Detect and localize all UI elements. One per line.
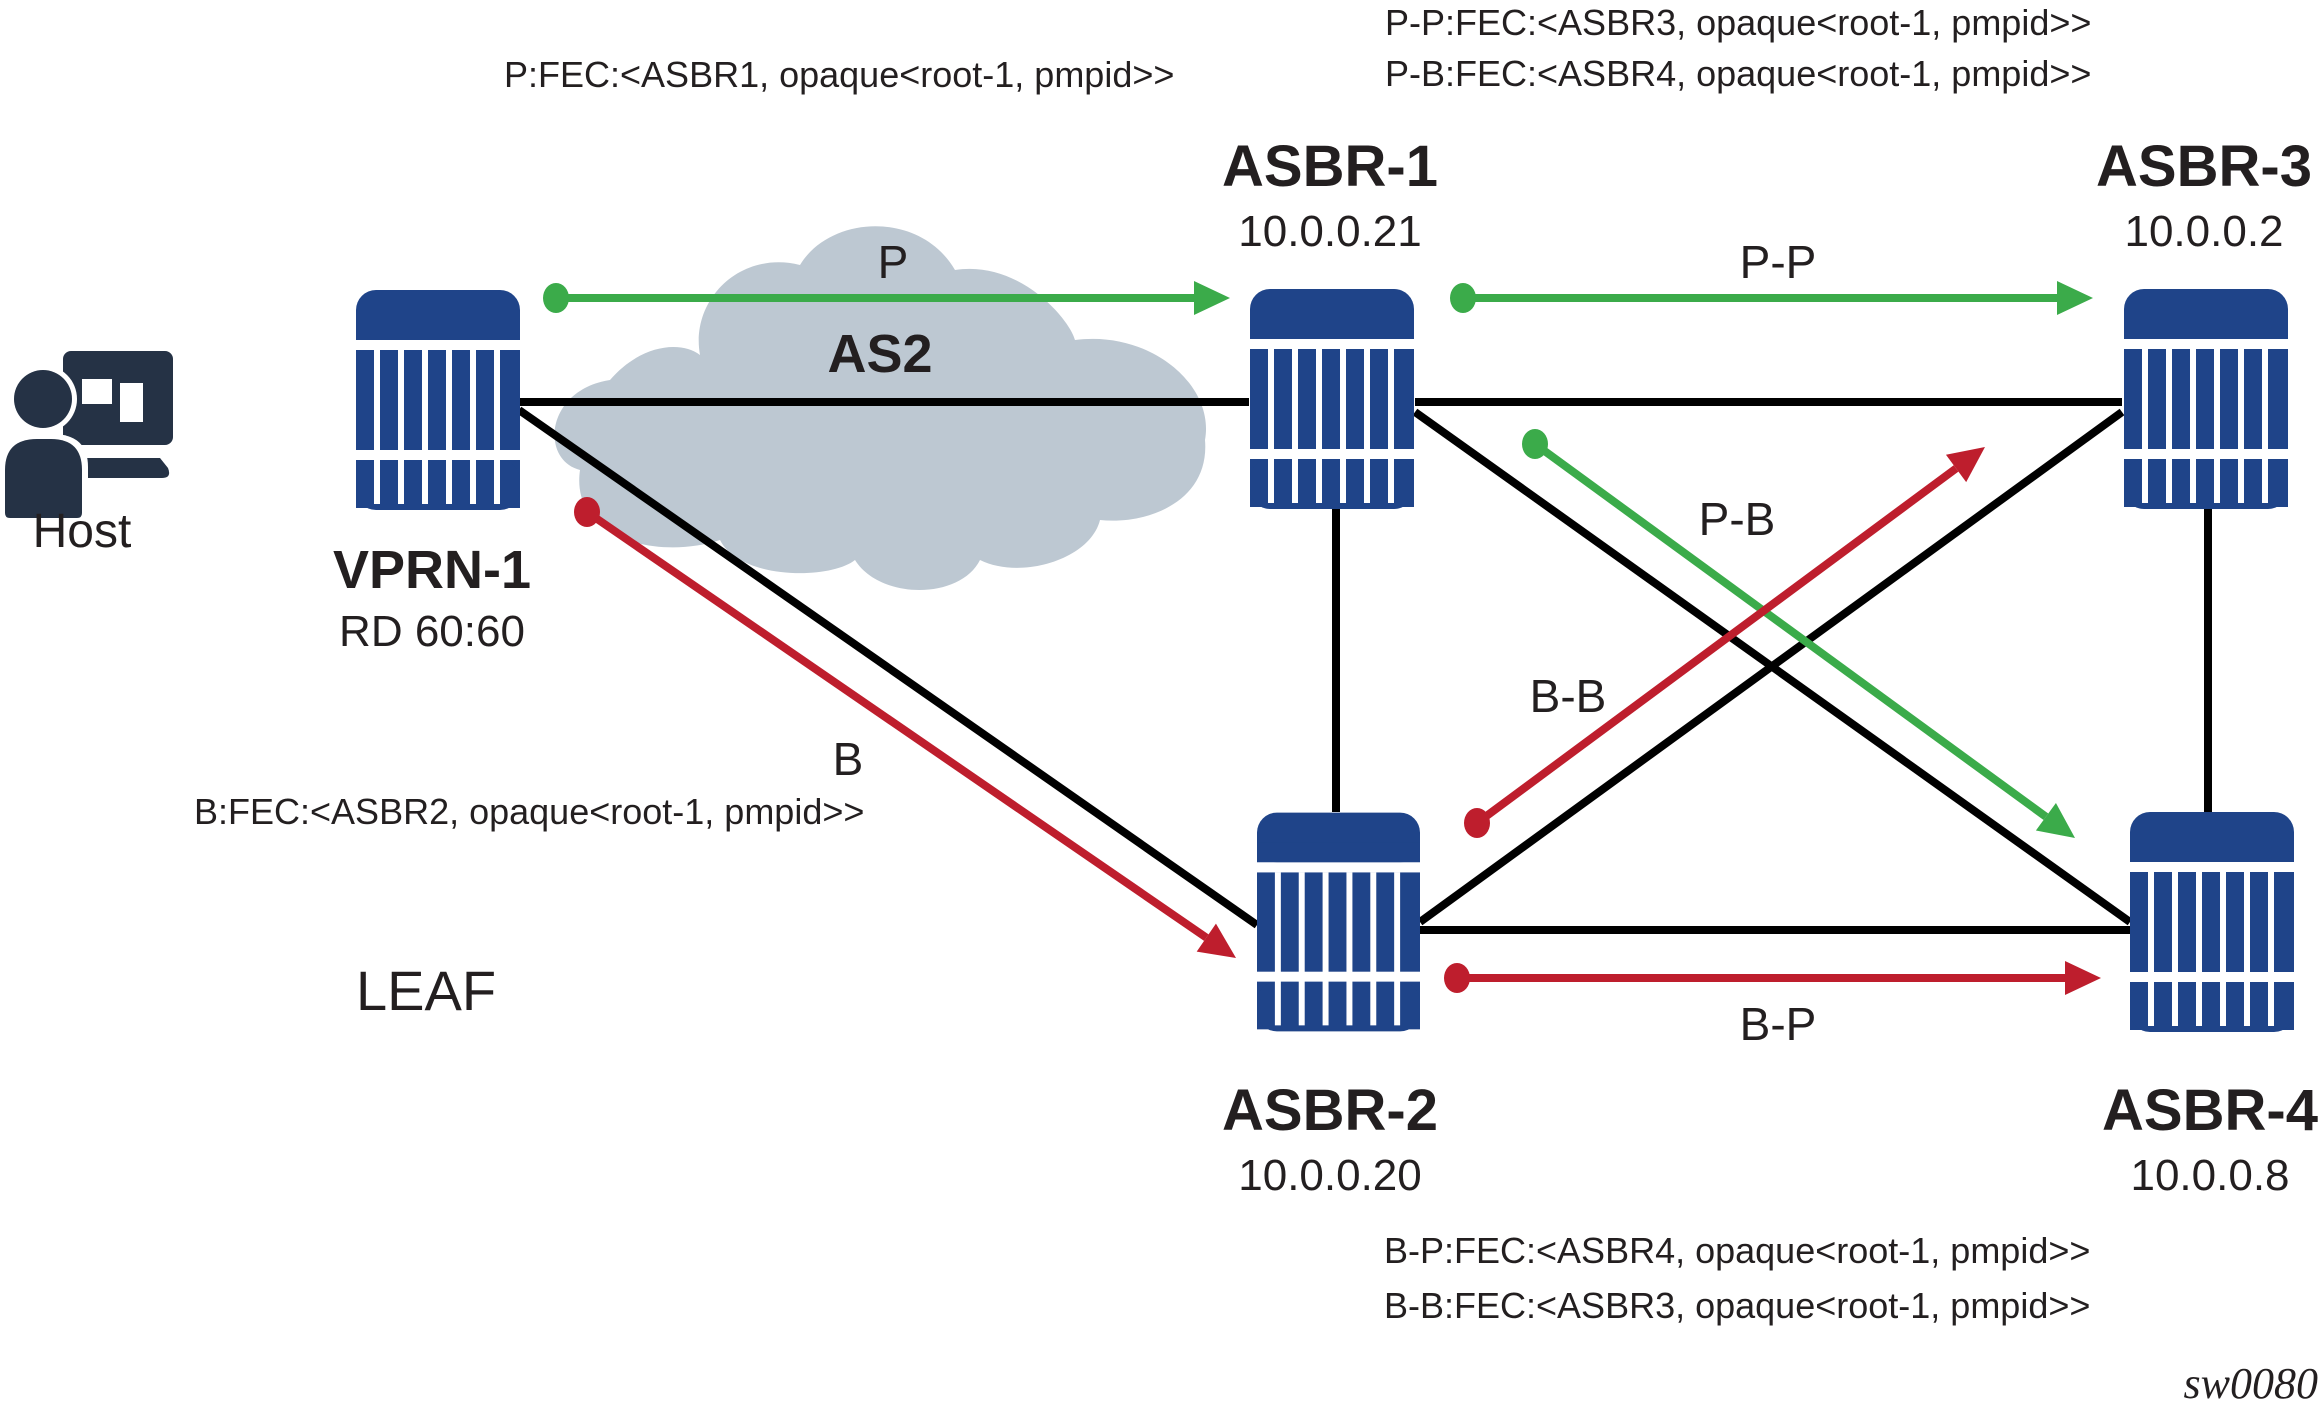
lsp-arrows — [543, 281, 2101, 995]
leaf-label: LEAF — [356, 959, 496, 1022]
router-icon — [2124, 289, 2288, 509]
arrow-label-p: P — [878, 236, 909, 288]
arrow-origin-dot — [574, 497, 600, 527]
router-icon — [356, 290, 520, 510]
arrow-pb — [1522, 429, 2075, 838]
arrow-head — [2035, 803, 2075, 838]
arrow-label-bp: B-P — [1740, 998, 1817, 1050]
arrow-bp — [1444, 961, 2101, 995]
node-name-asbr4: ASBR-4 — [2102, 1078, 2318, 1143]
node-sub-vprn1: RD 60:60 — [339, 607, 525, 656]
fec-b: B:FEC:<ASBR2, opaque<root-1, pmpid>> — [194, 791, 864, 832]
as2-cloud: AS2 — [554, 226, 1207, 590]
node-name-vprn1: VPRN-1 — [333, 540, 531, 600]
arrow-head — [2065, 961, 2101, 995]
fec-pp: P-P:FEC:<ASBR3, opaque<root-1, pmpid>> — [1385, 2, 2091, 43]
router-asbr4[interactable] — [2130, 812, 2294, 1032]
physical-links — [516, 398, 2212, 934]
host-label: Host — [33, 505, 132, 558]
arrow-label-pb: P-B — [1699, 493, 1776, 545]
fec-bb: B-B:FEC:<ASBR3, opaque<root-1, pmpid>> — [1384, 1285, 2090, 1326]
arrow-origin-dot — [1450, 283, 1476, 313]
figure-id: sw0080 — [2184, 1359, 2318, 1408]
node-name-asbr1: ASBR-1 — [1222, 134, 1438, 199]
fec-pb: P-B:FEC:<ASBR4, opaque<root-1, pmpid>> — [1385, 53, 2091, 94]
arrow-label-bb: B-B — [1530, 670, 1607, 722]
arrow-label-b: B — [833, 733, 864, 785]
node-sub-asbr3: 10.0.0.2 — [2124, 207, 2283, 256]
cloud-label: AS2 — [827, 324, 932, 384]
arrow-p — [543, 281, 1230, 315]
node-sub-asbr1: 10.0.0.21 — [1238, 207, 1422, 256]
node-name-asbr3: ASBR-3 — [2096, 134, 2312, 199]
arrow-head — [1194, 281, 1230, 315]
router-asbr3[interactable] — [2124, 289, 2288, 509]
arrow-shaft — [1532, 440, 2049, 821]
router-asbr1[interactable] — [1250, 289, 1414, 509]
arrow-pp — [1450, 281, 2093, 315]
cloud-shape — [554, 226, 1207, 590]
node-name-asbr2: ASBR-2 — [1222, 1078, 1438, 1143]
fec-bp: B-P:FEC:<ASBR4, opaque<root-1, pmpid>> — [1384, 1230, 2090, 1271]
host[interactable]: Host — [0, 351, 173, 558]
arrow-label-pp: P-P — [1740, 236, 1817, 288]
node-sub-asbr2: 10.0.0.20 — [1238, 1151, 1422, 1200]
node-sub-asbr4: 10.0.0.8 — [2130, 1151, 2289, 1200]
arrow-head — [1945, 447, 1985, 483]
arrow-origin-dot — [1444, 963, 1470, 993]
user-workstation-icon — [0, 351, 173, 528]
arrow-shaft — [584, 508, 1209, 941]
arrow-origin-dot — [1522, 429, 1548, 459]
arrow-bb — [1464, 447, 1985, 838]
router-asbr2[interactable] — [1257, 812, 1420, 1032]
arrow-origin-dot — [1464, 808, 1490, 838]
arrow-origin-dot — [543, 283, 569, 313]
arrow-shaft — [1474, 465, 1959, 827]
arrow-head — [1196, 923, 1236, 958]
router-icon — [1257, 812, 1420, 1032]
fec-p: P:FEC:<ASBR1, opaque<root-1, pmpid>> — [504, 54, 1174, 95]
router-icon — [1250, 289, 1414, 509]
router-vprn1[interactable] — [356, 290, 520, 510]
arrow-b — [574, 497, 1236, 958]
link-vprn1-asbr2 — [516, 406, 1260, 929]
arrow-head — [2057, 281, 2093, 315]
router-icon — [2130, 812, 2294, 1032]
link-asbr2-asbr3 — [1417, 408, 2125, 926]
